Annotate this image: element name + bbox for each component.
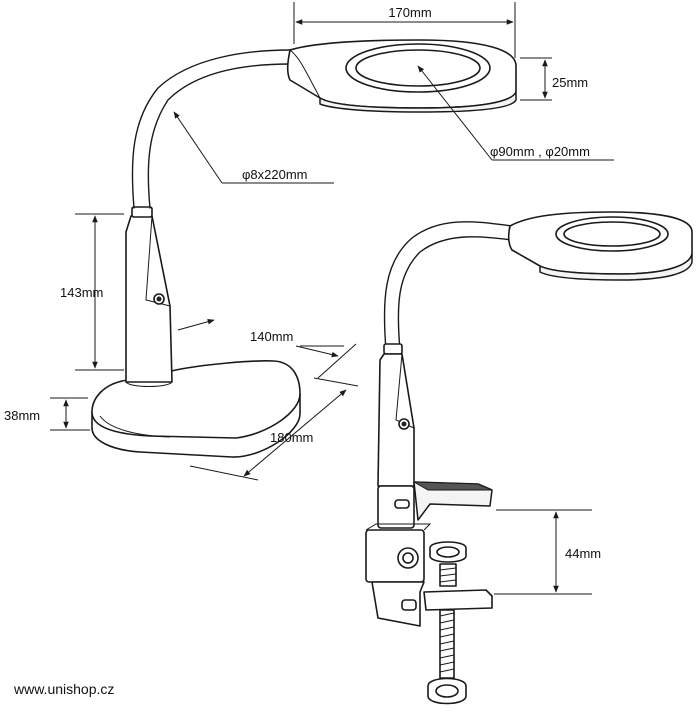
- website-watermark: www.unishop.cz: [13, 681, 114, 697]
- label-head-width: 170mm: [388, 5, 431, 20]
- clamp-lamp-head: [507, 211, 693, 281]
- clamp-lamp-column: [377, 353, 415, 529]
- desk-lamp-gooseneck: [131, 49, 291, 209]
- label-base-width: 140mm: [250, 329, 293, 344]
- label-base-depth: 180mm: [270, 430, 313, 445]
- clamp-lamp-drawing: [365, 211, 693, 705]
- label-clamp-opening: 44mm: [565, 546, 601, 561]
- dimension-labels: 170mm 25mm φ90mm , φ20mm φ8x220mm 143mm …: [4, 5, 601, 561]
- label-base-height: 38mm: [4, 408, 40, 423]
- desk-lamp-column: [125, 206, 173, 387]
- desk-lamp-drawing: [91, 39, 517, 458]
- label-lens-diameter: φ90mm , φ20mm: [490, 144, 590, 159]
- clamp-body: [365, 481, 493, 627]
- clamp-screw: [427, 609, 467, 705]
- label-gooseneck: φ8x220mm: [242, 167, 308, 182]
- label-column-height: 143mm: [60, 285, 103, 300]
- desk-lamp-base: [91, 360, 301, 458]
- dimension-lines: [50, 2, 614, 595]
- clamp-lamp-gooseneck: [383, 221, 513, 355]
- label-head-height: 25mm: [552, 75, 588, 90]
- desk-lamp-head: [286, 39, 517, 113]
